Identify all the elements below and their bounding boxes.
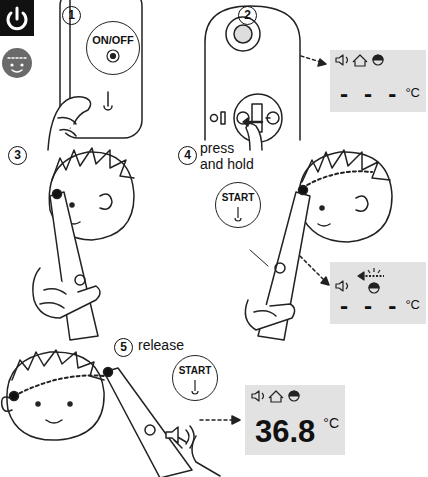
start-button: START [172, 355, 218, 401]
switch-inset [234, 94, 282, 142]
child-mode-icon [2, 48, 32, 78]
child-step5 [2, 350, 240, 477]
power-symbol [8, 13, 26, 29]
step-number: 4 [178, 146, 197, 165]
step-number: 1 [62, 6, 81, 25]
node-text: START [216, 192, 260, 203]
thermometer-step2 [205, 6, 326, 150]
onoff-button: ON/OFF [86, 21, 140, 75]
node-text: - - - [338, 294, 398, 318]
sound-waves [174, 436, 186, 448]
thermometer-step4 [258, 192, 310, 340]
thermometer-step3 [50, 192, 98, 340]
unit-text: °C [405, 297, 420, 312]
step-number: 3 [8, 146, 27, 165]
lcd-display: 36.8 °C [245, 385, 345, 455]
lcd-display: - - - °C [330, 50, 426, 112]
display-icons [336, 268, 384, 293]
step-number: 5 [114, 338, 133, 357]
node-text: ON/OFF [87, 34, 139, 46]
step-number: 2 [238, 6, 257, 25]
instruction-text: release [138, 337, 184, 353]
power-badge [0, 0, 34, 36]
display-icons [252, 391, 299, 402]
display-icons [336, 55, 383, 66]
thermometer-step1 [48, 0, 142, 150]
node-text: 36.8 [255, 414, 315, 450]
instruction-text: press and hold [200, 140, 260, 172]
start-button: START [215, 182, 261, 228]
unit-text: °C [405, 85, 420, 100]
lcd-display: - - - °C [330, 262, 426, 324]
node-text: - - - [338, 82, 398, 106]
unit-text: °C [323, 415, 339, 431]
child-step3 [33, 148, 134, 340]
node-text: START [173, 365, 217, 376]
